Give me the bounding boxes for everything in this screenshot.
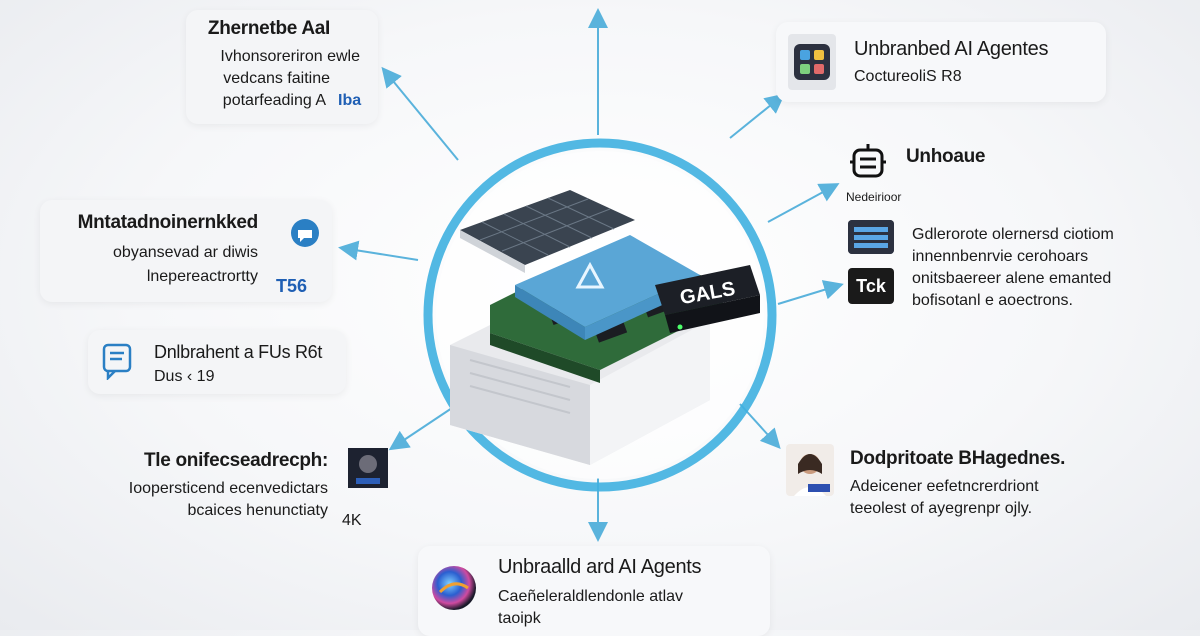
- card-title: Tle onifecseadrecph:: [143, 450, 328, 471]
- card-mid-left: Mntatadnoinernkked obyansevad ar diwis l…: [40, 200, 332, 302]
- card-badge: T56: [276, 276, 308, 296]
- card-title: Unbranbed AI Agentes: [854, 38, 1049, 60]
- card-line: bcaices henunctiaty: [187, 502, 328, 519]
- card-line: obyansevad ar diwis: [113, 244, 258, 261]
- card-line: CoctureoliS R8: [854, 68, 962, 85]
- connector-right-lower: [777, 280, 844, 305]
- card-line: Ivhonsoreriron ewle: [220, 48, 360, 65]
- connector-top-right: [729, 93, 786, 139]
- edge-ai-device: GALS: [450, 190, 760, 465]
- card-title: Unhoaue: [906, 146, 986, 167]
- card-line: bofisotanl e aoectrons.: [912, 292, 1073, 309]
- card-title: Zhernetbe AaI: [207, 18, 330, 39]
- chat-bubble-icon: [288, 218, 322, 248]
- card-top-left: Zhernetbe AaI Ivhonsoreriron ewle vedcan…: [186, 10, 378, 124]
- server-icon: [848, 220, 894, 254]
- block-bottom-left: Tle onifecseadrecph: Ioopersticend ecenv…: [60, 446, 400, 536]
- block-mid-right: Unhoaue Nedeirioor Tck Gdlerorote olerne…: [840, 138, 1170, 318]
- block-bottom-right: Dodpritoate BHagednes. Adeicener eefetnc…: [782, 440, 1142, 520]
- hub-ring: [423, 138, 777, 492]
- card-line: Gdlerorote olernersd ciotiom: [912, 226, 1114, 243]
- card-line: lnepereactrortty: [146, 268, 258, 285]
- portrait-icon: [786, 444, 834, 496]
- card-line: Caeñeleraldlendonle atlav: [498, 588, 684, 605]
- card-line: Adeicener eefetncrerdriont: [850, 478, 1039, 495]
- connector-top-left: [381, 66, 459, 161]
- card-badge: 4K: [342, 512, 362, 529]
- card-badge: Tck: [848, 268, 894, 304]
- robot-icon: [846, 140, 890, 184]
- card-title: Dnlbrahent a FUs R6t: [154, 342, 323, 362]
- document-chat-icon: [100, 342, 136, 382]
- connector-mid-left: [338, 240, 419, 261]
- card-caption: Nedeirioor: [846, 190, 902, 204]
- card-line: potarfeading A: [222, 92, 326, 109]
- card-title: Unbraalld ard AI Agents: [498, 556, 702, 578]
- app-grid-icon: [788, 34, 836, 90]
- card-lower-left: Dnlbrahent a FUs R6t Dus ‹ 19: [88, 330, 346, 394]
- card-line: Dus ‹ 19: [154, 368, 215, 385]
- card-line: onitsbaereer alene emanted: [912, 270, 1112, 287]
- card-top-right: Unbranbed AI Agentes CoctureoliS R8: [776, 22, 1106, 102]
- card-bottom-center: Unbraalld ard AI Agents Caeñeleraldlendo…: [418, 546, 770, 636]
- card-line: Ioopersticend ecenvedictars: [128, 480, 328, 497]
- connector-mid-right: [767, 183, 840, 223]
- card-line: taoipk: [498, 610, 541, 627]
- card-badge: Iba: [338, 92, 362, 109]
- card-line: innennbenrvie cerohoars: [912, 248, 1089, 265]
- card-title: Mntatadnoinernkked: [77, 212, 259, 233]
- connector-bottom-left: [388, 407, 453, 451]
- video-thumbnail-icon: [348, 448, 388, 488]
- card-line: teeolest of ayegrenpr ojly.: [850, 500, 1033, 517]
- card-line: vedcans faitine: [223, 70, 330, 87]
- globe-icon: [428, 562, 480, 614]
- card-title: Dodpritoate BHagednes.: [850, 448, 1066, 469]
